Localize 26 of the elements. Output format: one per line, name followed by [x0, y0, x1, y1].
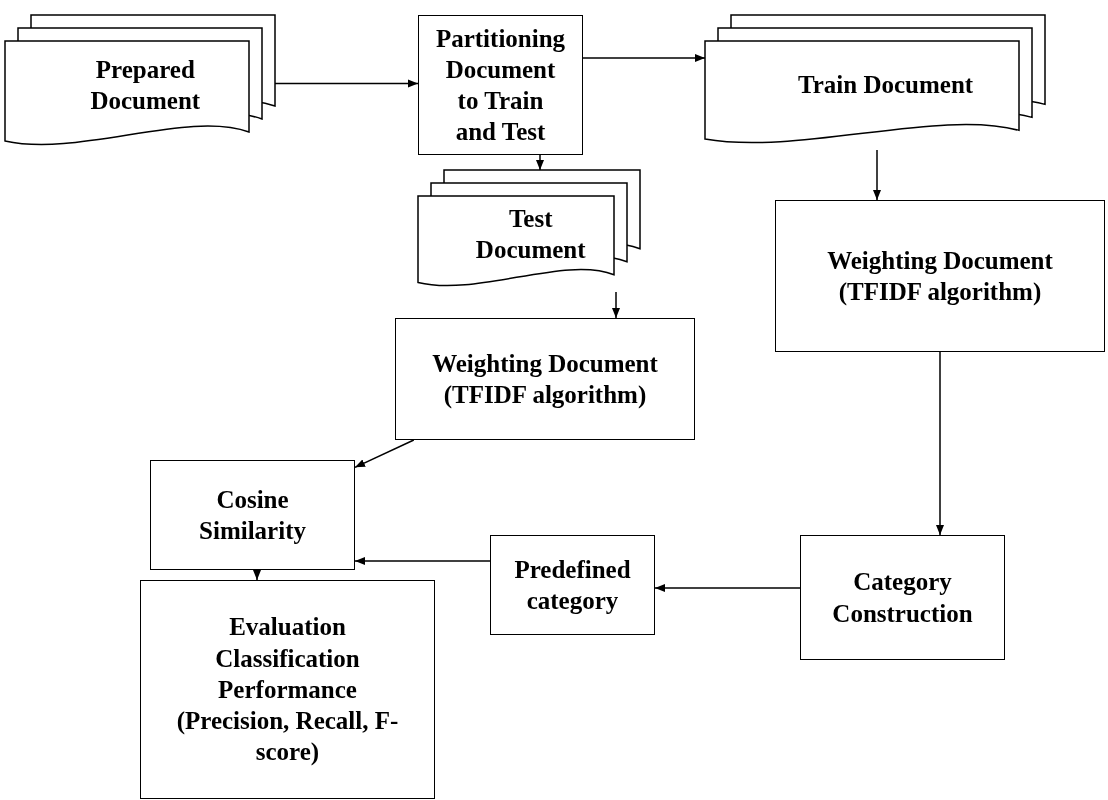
process-box — [490, 535, 655, 635]
arrow — [354, 439, 415, 469]
node-label: Evaluation Classification Performance (Precision, Recall, F-score) — [175, 612, 400, 768]
arrow — [354, 557, 491, 565]
node-label: Train Document — [796, 69, 975, 100]
node-label: Test Document — [474, 204, 587, 266]
arrow — [582, 54, 706, 62]
process-box — [150, 460, 355, 570]
process-box — [800, 535, 1005, 660]
arrow — [873, 149, 881, 201]
process-box — [418, 15, 583, 155]
arrow — [936, 351, 944, 536]
node-label: Prepared Document — [89, 55, 202, 117]
process-box — [395, 318, 695, 440]
arrow — [654, 584, 801, 592]
arrow — [612, 291, 620, 319]
process-box — [775, 200, 1105, 352]
node-label: Partitioning Document to Train and Test — [434, 23, 567, 148]
process-box — [140, 580, 435, 799]
node-label: Predefined category — [513, 554, 632, 616]
node-label: Weighting Document (TFIDF algorithm) — [431, 348, 659, 410]
arrow — [253, 569, 261, 581]
arrow — [536, 154, 544, 171]
node-label: Category Construction — [831, 567, 974, 629]
node-label: Cosine Similarity — [198, 484, 307, 546]
node-label: Weighting Document (TFIDF algorithm) — [826, 245, 1054, 307]
